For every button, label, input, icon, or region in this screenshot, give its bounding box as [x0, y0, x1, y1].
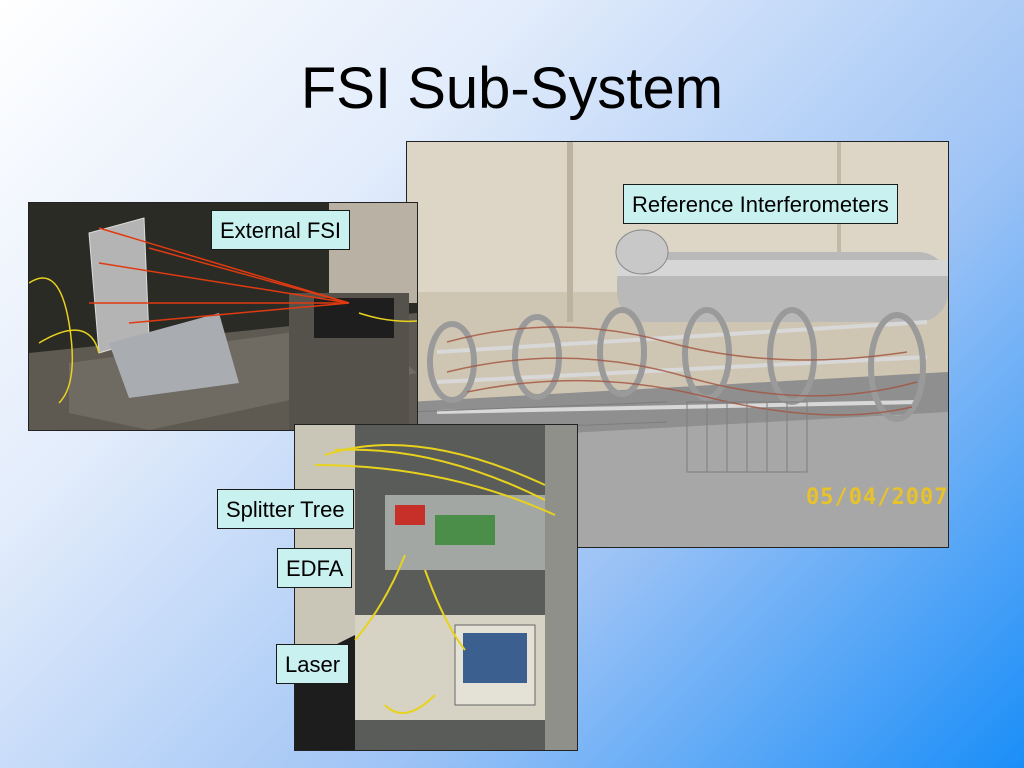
label-external-fsi: External FSI [211, 210, 351, 250]
external-fsi-photo [28, 202, 418, 431]
slide-title: FSI Sub-System [300, 56, 724, 121]
label-reference-interferometers: Reference Interferometers [623, 184, 898, 224]
label-edfa: EDFA [277, 548, 353, 588]
photo-date-stamp: 05/04/2007 [806, 485, 949, 510]
label-splitter-tree: Splitter Tree [217, 489, 354, 529]
label-laser: Laser [276, 644, 350, 684]
